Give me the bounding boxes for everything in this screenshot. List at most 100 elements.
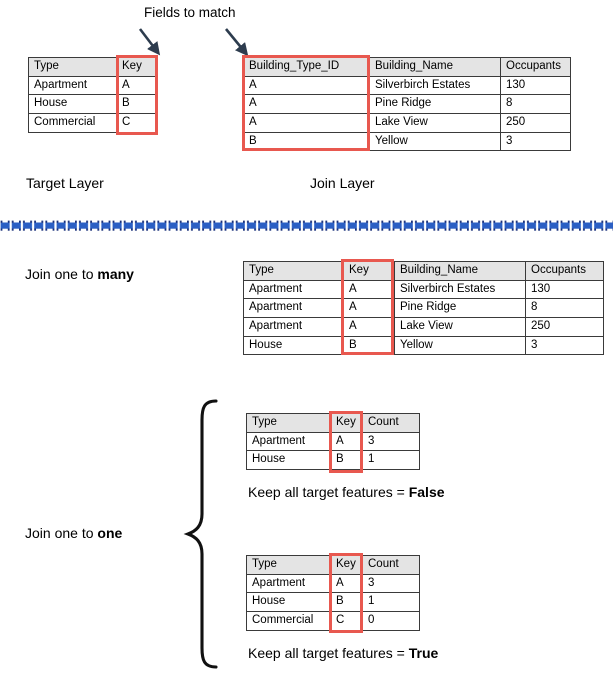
one-to-one-false-result-table: Type Key Count Apartment A 3 House B 1 (246, 413, 420, 470)
one-to-one-true-result-table: Type Key Count Apartment A 3 House B 1 C… (246, 555, 420, 631)
table-row: A Silverbirch Estates 130 (243, 75, 571, 96)
join-one-to-many-prefix: Join one to (25, 266, 98, 282)
cell-key: B (330, 592, 363, 612)
cell-building-name: Lake View (394, 316, 526, 337)
cell-count: 1 (362, 450, 420, 470)
cell-count: 1 (362, 592, 420, 612)
cell-key: B (330, 450, 363, 470)
target-layer-table-wrap: Type Key Apartment A House B Commercial … (28, 57, 157, 133)
join-layer-table-wrap: Building_Type_ID Building_Name Occupants… (243, 57, 571, 152)
cell-building-name: Pine Ridge (394, 298, 526, 318)
cell-building-name: Lake View (369, 112, 501, 133)
cell-key: B (116, 94, 157, 114)
cell-occupants: 8 (525, 298, 604, 318)
cell-type: Apartment (243, 279, 344, 300)
cell-count: 0 (362, 610, 420, 631)
keep-all-true-label: Keep all target features = True (248, 645, 438, 662)
table-header-row: Type Key Building_Name Occupants (243, 261, 604, 281)
cell-building-name: Silverbirch Estates (394, 279, 526, 300)
table-row: Apartment A Pine Ridge 8 (243, 298, 604, 318)
column-header-count: Count (362, 413, 420, 433)
cell-type: Apartment (243, 298, 344, 318)
cell-type: Apartment (243, 316, 344, 337)
section-divider (0, 219, 613, 231)
cell-occupants: 3 (525, 335, 604, 356)
arrow-to-target-key (138, 28, 161, 56)
table-header-row: Type Key (28, 57, 157, 77)
cell-building-type-id: A (243, 112, 370, 133)
column-header-key: Key (116, 57, 157, 77)
cell-key: A (116, 75, 157, 96)
column-header-building-name: Building_Name (369, 57, 501, 77)
table-row: Apartment A 3 (246, 573, 420, 594)
cell-building-name: Yellow (369, 131, 501, 152)
join-one-to-many-emphasis: many (97, 266, 134, 282)
table-row: House B 1 (246, 592, 420, 612)
one-to-one-true-table-wrap: Type Key Count Apartment A 3 House B 1 C… (246, 555, 420, 631)
table-row: Apartment A Silverbirch Estates 130 (243, 279, 604, 300)
target-layer-table: Type Key Apartment A House B Commercial … (28, 57, 157, 133)
cell-type: Apartment (246, 431, 331, 452)
cell-type: House (28, 94, 117, 114)
cell-occupants: 130 (525, 279, 604, 300)
cell-key: A (330, 431, 363, 452)
cell-type: Commercial (28, 112, 117, 133)
cell-key: A (343, 279, 395, 300)
table-row: Apartment A (28, 75, 157, 96)
table-row: Apartment A 3 (246, 431, 420, 452)
keep-all-false-label: Keep all target features = False (248, 484, 445, 501)
cell-building-name: Silverbirch Estates (369, 75, 501, 96)
column-header-building-name: Building_Name (394, 261, 526, 281)
table-row: B Yellow 3 (243, 131, 571, 152)
cell-type: House (246, 592, 331, 612)
cell-type: House (243, 335, 344, 356)
cell-occupants: 250 (500, 112, 571, 133)
cell-key: C (330, 610, 363, 631)
cell-building-type-id: A (243, 75, 370, 96)
column-header-type: Type (28, 57, 117, 77)
cell-building-type-id: A (243, 94, 370, 114)
column-header-key: Key (330, 555, 363, 575)
keep-all-true-value: True (408, 645, 439, 661)
one-to-many-table-wrap: Type Key Building_Name Occupants Apartme… (243, 261, 604, 356)
fields-to-match-arrows (138, 28, 249, 57)
arrow-to-join-key (224, 28, 249, 57)
target-layer-caption: Target Layer (26, 175, 104, 191)
column-header-key: Key (330, 413, 363, 433)
table-row: House B (28, 94, 157, 114)
cell-occupants: 3 (500, 131, 571, 152)
column-header-occupants: Occupants (500, 57, 571, 77)
divider-pattern (0, 220, 613, 231)
table-row: Commercial C 0 (246, 610, 420, 631)
table-row: House B 1 (246, 450, 420, 470)
table-header-row: Type Key Count (246, 413, 420, 433)
column-header-type: Type (243, 261, 344, 281)
cell-key: B (343, 335, 395, 356)
cell-building-name: Pine Ridge (369, 94, 501, 114)
cell-key: A (343, 316, 395, 337)
cell-count: 3 (362, 431, 420, 452)
keep-all-false-value: False (408, 484, 445, 500)
cell-occupants: 250 (525, 316, 604, 337)
join-one-to-one-emphasis: one (97, 525, 123, 541)
table-header-row: Type Key Count (246, 555, 420, 575)
cell-type: House (246, 450, 331, 470)
cell-occupants: 8 (500, 94, 571, 114)
cell-type: Apartment (28, 75, 117, 96)
keep-all-true-prefix: Keep all target features = (248, 645, 409, 661)
one-to-many-result-table: Type Key Building_Name Occupants Apartme… (243, 261, 604, 356)
column-header-type: Type (246, 555, 331, 575)
cell-building-type-id: B (243, 131, 370, 152)
table-row: House B Yellow 3 (243, 335, 604, 356)
cell-key: A (343, 298, 395, 318)
cell-key: C (116, 112, 157, 133)
fields-to-match-label: Fields to match (144, 5, 236, 20)
join-one-to-one-brace (183, 399, 218, 669)
cell-occupants: 130 (500, 75, 571, 96)
join-layer-caption: Join Layer (310, 175, 375, 191)
join-layer-table: Building_Type_ID Building_Name Occupants… (243, 57, 571, 152)
join-one-to-one-label: Join one to one (25, 525, 122, 542)
column-header-count: Count (362, 555, 420, 575)
table-row: A Lake View 250 (243, 112, 571, 133)
cell-type: Commercial (246, 610, 331, 631)
